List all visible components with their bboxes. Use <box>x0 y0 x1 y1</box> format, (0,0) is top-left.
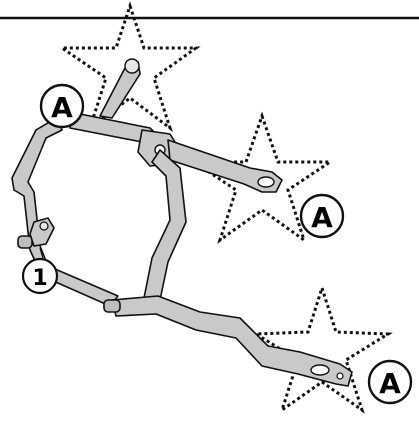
callout-circle <box>21 257 59 295</box>
right-arm <box>167 139 283 193</box>
star-bottom-highlight <box>251 283 393 414</box>
callout-A-bottom: A <box>367 359 413 405</box>
left-side-bolt-icon <box>17 235 33 249</box>
lower-bar <box>111 295 353 387</box>
right-leg <box>143 149 187 307</box>
callout-circle <box>299 193 345 239</box>
lower-left-bolt-icon <box>103 299 121 313</box>
callout-label: A <box>51 91 73 124</box>
callout-part-1: 1 <box>21 257 59 295</box>
callout-circle <box>39 83 85 129</box>
callout-A-right: A <box>299 193 345 239</box>
lower-mount-hole-icon <box>310 364 330 376</box>
callout-label: A <box>311 201 333 234</box>
lower-mount-small-hole-icon <box>336 372 344 380</box>
callout-label: 1 <box>32 266 47 291</box>
upper-strap-bolt-icon <box>124 58 140 74</box>
small-bracket-bolt-icon <box>39 221 49 231</box>
star-top-highlight <box>57 1 201 133</box>
callout-A-top: A <box>39 83 85 129</box>
callout-label: A <box>379 367 401 400</box>
right-mount-hole-icon <box>257 176 275 188</box>
callout-circle <box>367 359 413 405</box>
